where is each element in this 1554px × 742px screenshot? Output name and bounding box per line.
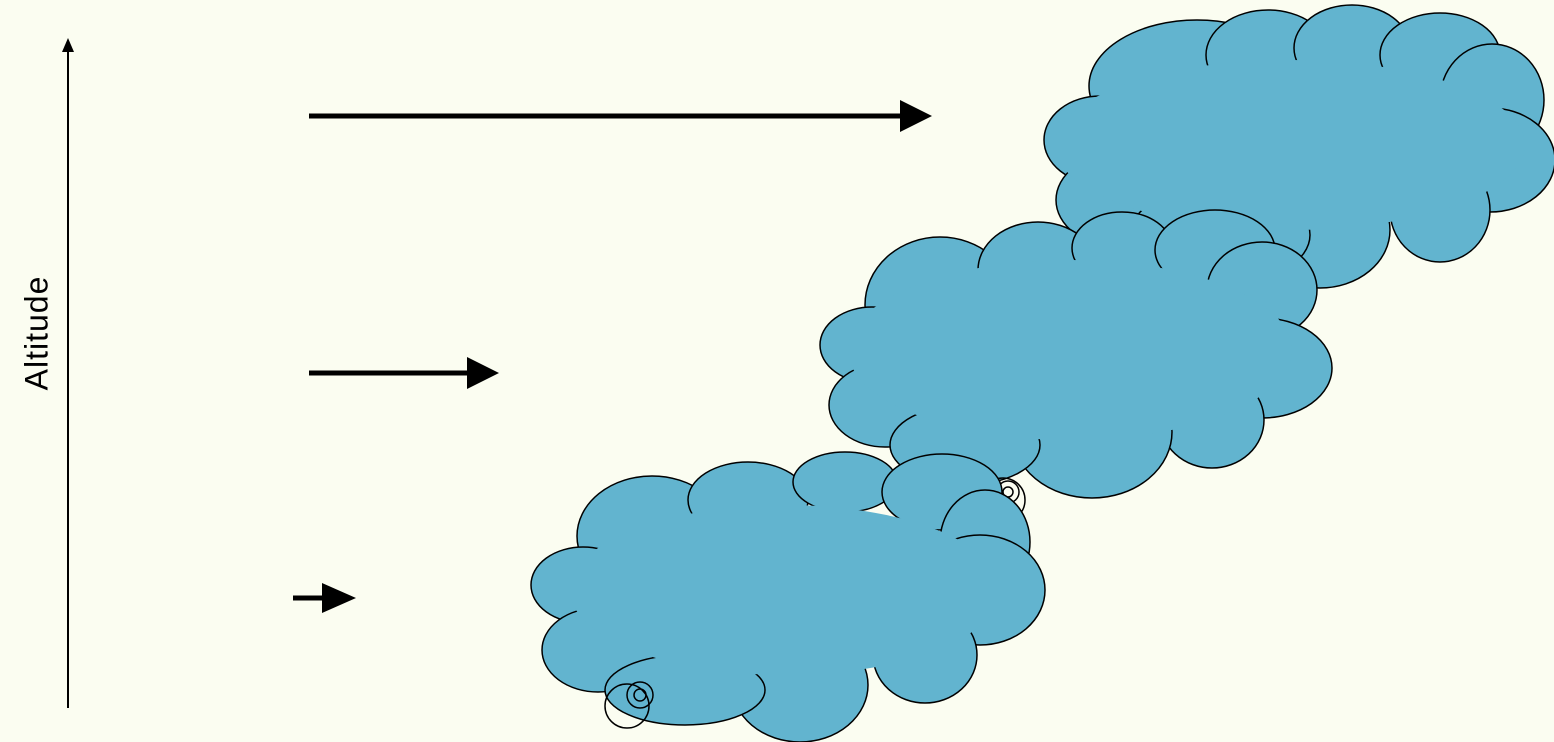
cloud-bottom [530, 451, 1046, 742]
wind-arrow-middle [309, 357, 499, 389]
cloud-middle [819, 209, 1333, 523]
altitude-axis [62, 38, 74, 708]
altitude-axis-label: Altitude [18, 275, 55, 391]
wind-arrow-top [309, 100, 932, 132]
altitude-axis-arrowhead-icon [62, 38, 74, 52]
cloud-top [1043, 4, 1554, 289]
wind-arrow-bottom [293, 583, 356, 613]
